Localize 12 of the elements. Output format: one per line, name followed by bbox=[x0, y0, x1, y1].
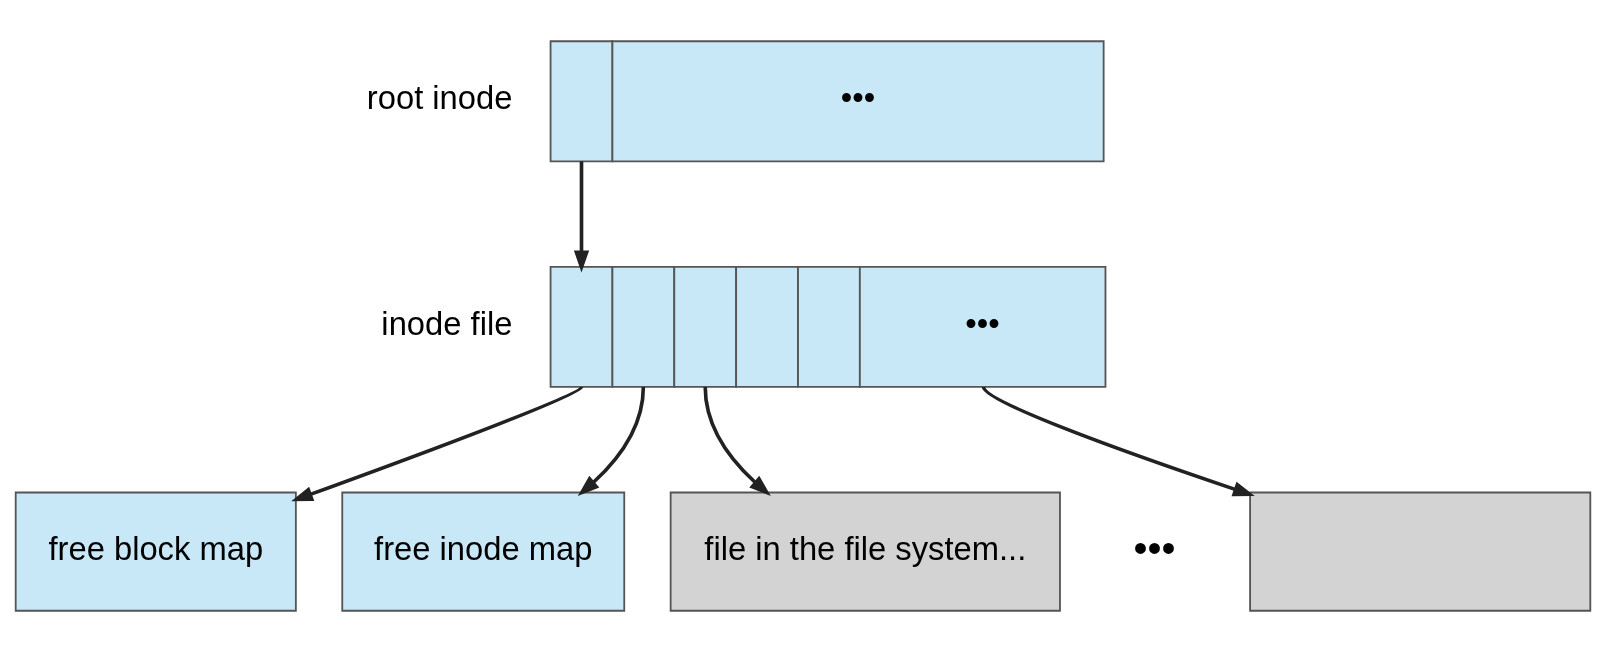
node-label: inode file bbox=[381, 304, 513, 342]
node-box bbox=[1249, 491, 1592, 612]
arrow bbox=[703, 386, 771, 496]
arrow bbox=[573, 160, 590, 272]
arrow bbox=[291, 385, 583, 501]
arrow bbox=[982, 385, 1255, 496]
node-label: root inode bbox=[366, 78, 513, 116]
label: ••• bbox=[1133, 525, 1176, 570]
node-box: free block map bbox=[14, 491, 297, 612]
node-box: free inode map bbox=[341, 491, 626, 612]
node-box: file in the file system... bbox=[669, 491, 1061, 612]
arrow bbox=[577, 386, 646, 496]
